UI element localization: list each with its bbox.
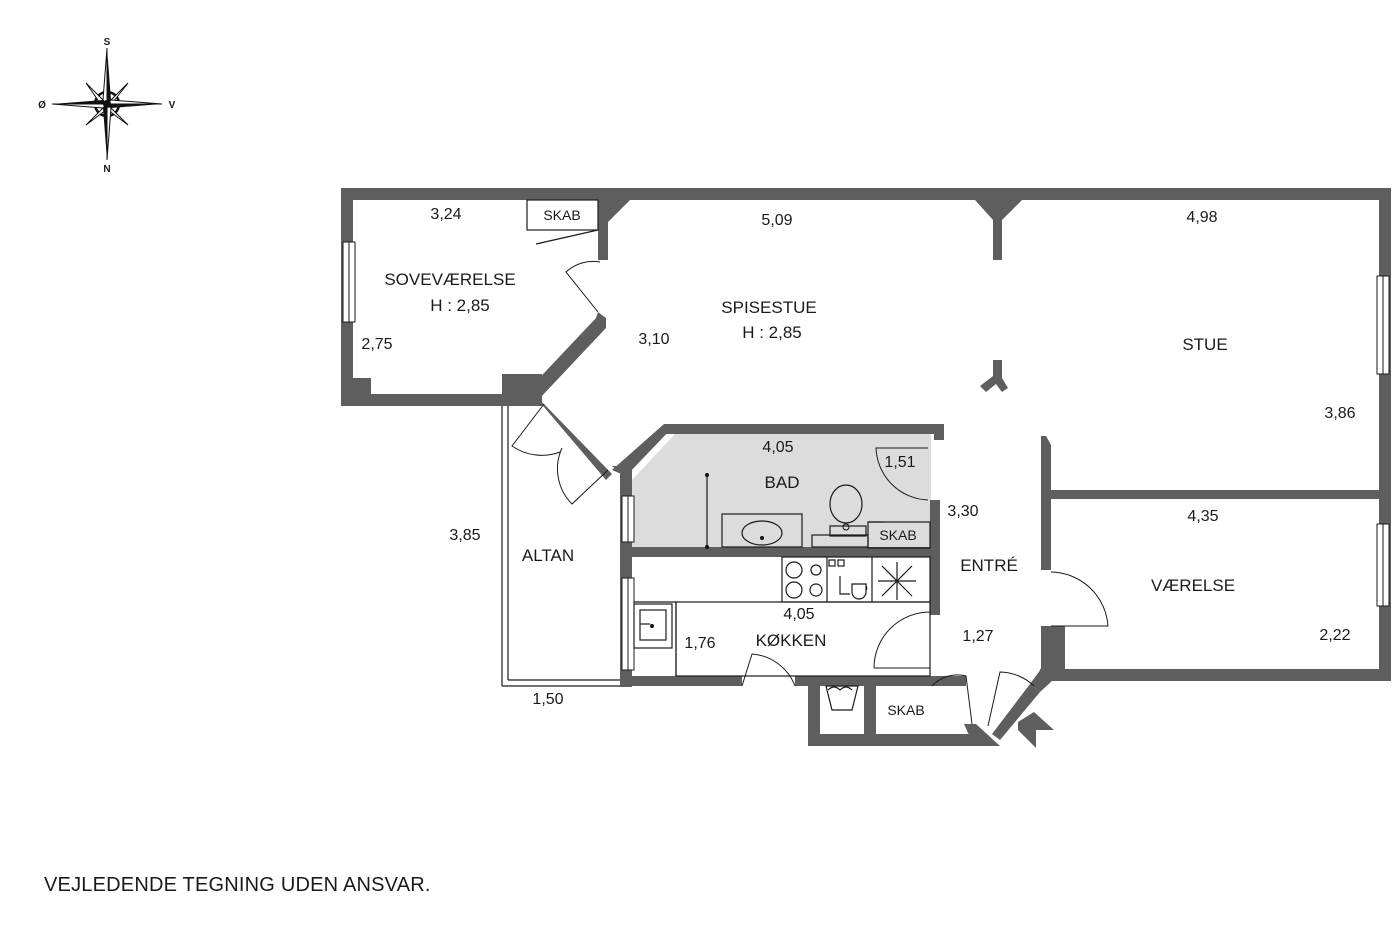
compass-icon bbox=[51, 47, 163, 161]
dim-dining-side: 3,10 bbox=[638, 331, 669, 348]
dim-entrance-side: 1,27 bbox=[962, 628, 993, 645]
compass-label-bottom: N bbox=[103, 164, 110, 175]
dim-room-top: 4,35 bbox=[1187, 508, 1218, 525]
compass-label-left: Ø bbox=[38, 100, 46, 111]
room-height-bedroom: H : 2,85 bbox=[430, 296, 490, 315]
balcony-outline bbox=[501, 406, 620, 687]
dim-balcony-side: 3,85 bbox=[449, 527, 480, 544]
dim-bedroom-top: 3,24 bbox=[430, 206, 461, 223]
dim-entrance-top: 3,30 bbox=[947, 503, 978, 520]
room-label-living: STUE bbox=[1182, 335, 1227, 354]
room-label-bathroom: BAD bbox=[765, 473, 800, 492]
room-label-bedroom: SOVEVÆRELSE bbox=[384, 270, 515, 289]
dim-living-top: 4,98 bbox=[1186, 209, 1217, 226]
room-label-dining: SPISESTUE bbox=[721, 298, 816, 317]
dim-dining-top: 5,09 bbox=[761, 212, 792, 229]
room-label-entrance: ENTRÉ bbox=[960, 556, 1018, 575]
closet-label-bedroom: SKAB bbox=[543, 207, 580, 223]
room-label-kitchen: KØKKEN bbox=[756, 631, 827, 650]
room-label-room: VÆRELSE bbox=[1151, 576, 1235, 595]
dim-kitchen-side: 1,76 bbox=[684, 635, 715, 652]
dim-bathroom-top: 4,05 bbox=[762, 439, 793, 456]
dim-bedroom-side: 2,75 bbox=[361, 336, 392, 353]
dim-balcony-bottom: 1,50 bbox=[532, 691, 563, 708]
closet-label-bathroom: SKAB bbox=[879, 527, 916, 543]
dim-kitchen-top: 4,05 bbox=[783, 606, 814, 623]
compass-label-top: S bbox=[104, 37, 111, 48]
closet-label-entrance: SKAB bbox=[887, 702, 924, 718]
disclaimer-text: VEJLEDENDE TEGNING UDEN ANSVAR. bbox=[44, 874, 431, 896]
doors bbox=[511, 260, 1109, 727]
fixtures bbox=[526, 199, 1054, 748]
room-height-dining: H : 2,85 bbox=[742, 323, 802, 342]
dim-living-side: 3,86 bbox=[1324, 405, 1355, 422]
room-label-balcony: ALTAN bbox=[522, 546, 574, 565]
windows bbox=[342, 241, 1390, 671]
compass-label-right: V bbox=[169, 100, 176, 111]
dim-room-side: 2,22 bbox=[1319, 627, 1350, 644]
dim-bathroom-side: 1,51 bbox=[884, 454, 915, 471]
